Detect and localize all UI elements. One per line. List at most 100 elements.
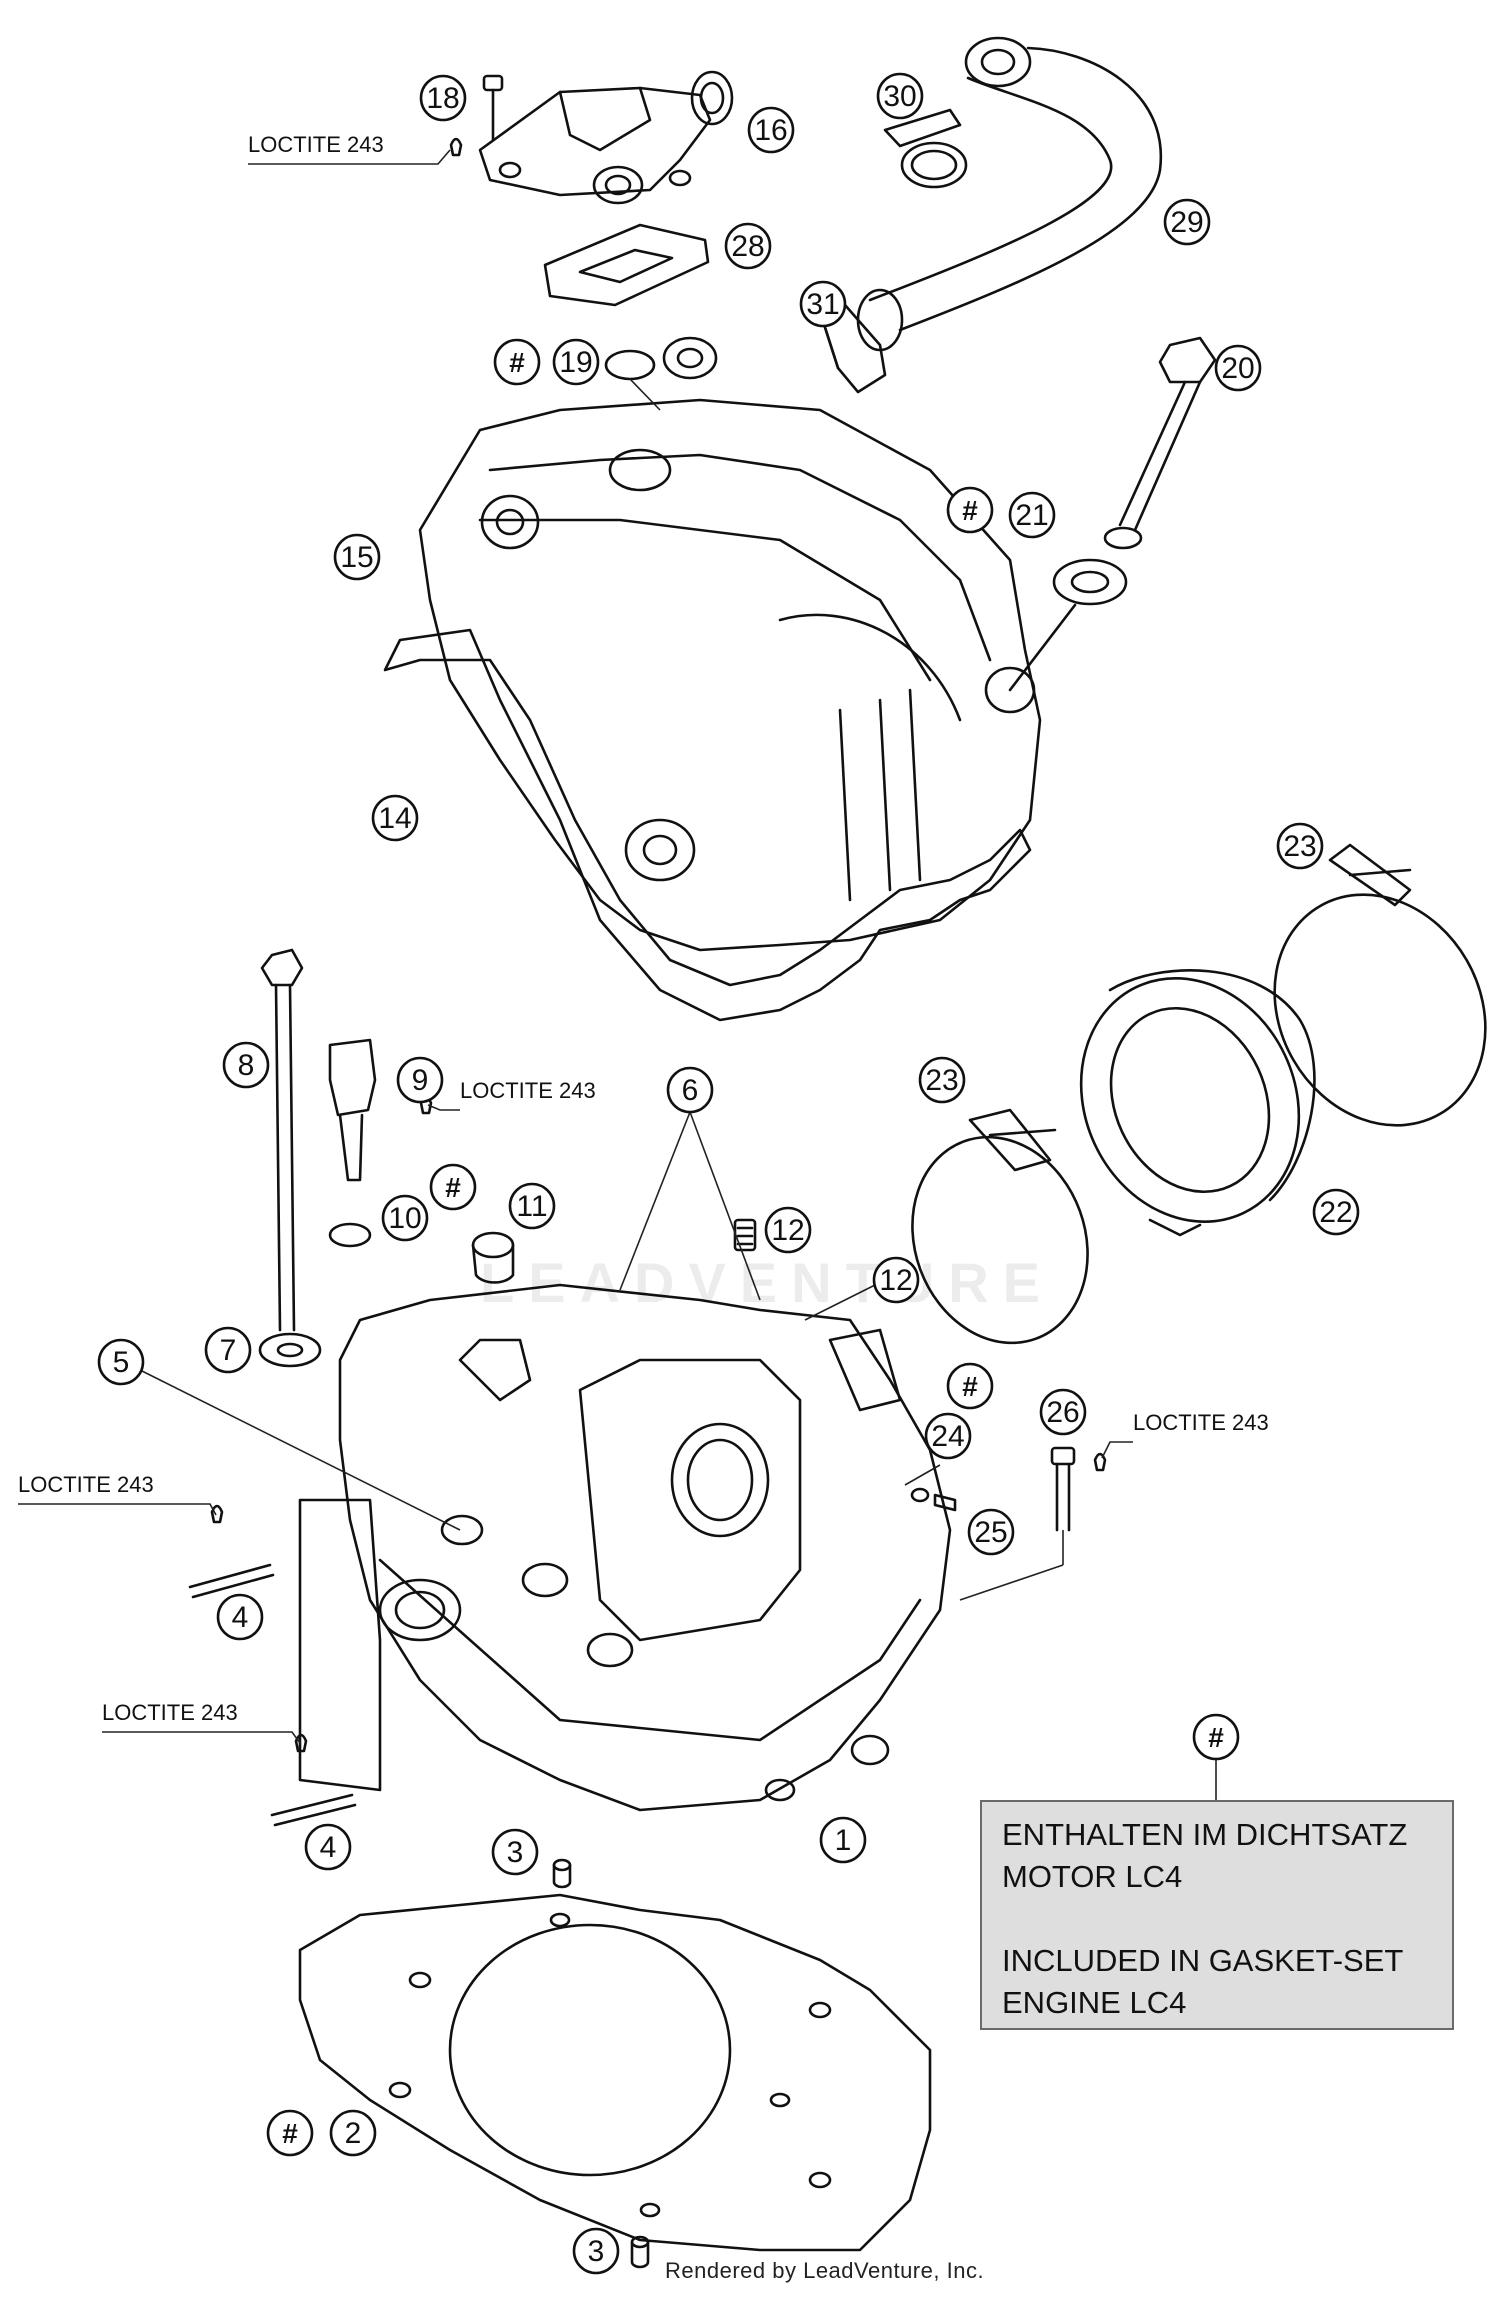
bolt-18	[449, 74, 504, 157]
callout-circle	[872, 1256, 920, 1304]
callout-circle	[924, 1412, 972, 1460]
callout-circle	[1312, 1188, 1360, 1236]
screw-25	[910, 1487, 957, 1512]
valve-cover-gasket	[383, 628, 1032, 1022]
loctite-label-l4b: LOCTITE 243	[102, 1700, 238, 1725]
callout-c4b: 4	[304, 1823, 352, 1871]
callout-number: 31	[806, 288, 839, 321]
callout-number: 19	[559, 346, 592, 379]
note-line-1: ENTHALTEN IM DICHTSATZ	[1002, 1817, 1408, 1852]
callout-circle	[552, 338, 600, 386]
callout-c6: 6	[666, 1066, 714, 1114]
callout-c12b: 12	[872, 1256, 920, 1304]
stud-4-lower	[270, 1733, 357, 1827]
callout-number: 4	[320, 1831, 337, 1864]
callout-c10: 10	[381, 1194, 429, 1242]
callout-c22: 22	[1312, 1188, 1360, 1236]
callout-c25: 25	[967, 1508, 1015, 1556]
callout-c2: 2	[329, 2109, 377, 2157]
callout-circle	[97, 1338, 145, 1386]
loctite-label-l4a: LOCTITE 243	[18, 1472, 154, 1497]
callout-c20: 20	[1214, 344, 1262, 392]
hash-h10: #	[429, 1163, 477, 1211]
callout-number: 12	[879, 1264, 912, 1297]
callout-c29: 29	[1163, 198, 1211, 246]
callout-c11: 11	[508, 1182, 556, 1230]
callout-number: 26	[1046, 1396, 1079, 1429]
note-line-3: INCLUDED IN GASKET-SET	[1002, 1943, 1404, 1978]
stud-8	[260, 948, 304, 1332]
washer-7	[258, 1332, 322, 1368]
callout-c24: 24	[924, 1412, 972, 1460]
callout-number: 25	[974, 1516, 1007, 1549]
hash-h19: #	[493, 338, 541, 386]
callout-circle	[572, 2227, 620, 2275]
callout-circle	[222, 1041, 270, 1089]
bolt-26	[1050, 1446, 1107, 1532]
callout-number: 6	[682, 1074, 699, 1107]
hash-circle	[266, 2109, 314, 2157]
callout-circle	[747, 106, 795, 154]
callout-number: 21	[1015, 499, 1048, 532]
callout-circle	[1008, 491, 1056, 539]
callout-number: 8	[238, 1049, 255, 1082]
hose-clamp-30	[883, 108, 968, 189]
callout-number: 15	[340, 541, 373, 574]
callout-number: 4	[232, 1601, 249, 1634]
hash-number: #	[445, 1172, 461, 1203]
valve-cover	[418, 336, 1042, 952]
callout-c14: 14	[371, 794, 419, 842]
callout-c31: 31	[799, 280, 847, 328]
callout-circle	[764, 1206, 812, 1254]
callout-number: 14	[378, 802, 411, 835]
callout-number: 12	[771, 1214, 804, 1247]
callout-circle	[381, 1194, 429, 1242]
render-credit: Rendered by LeadVenture, Inc.	[665, 2258, 985, 2283]
callout-number: 10	[388, 1202, 421, 1235]
callout-circle	[204, 1326, 252, 1374]
callout-number: 7	[220, 1334, 237, 1367]
hash-hnote: #	[1192, 1713, 1240, 1761]
callout-number: 9	[412, 1064, 429, 1097]
note-line-4: ENGINE LC4	[1002, 1985, 1187, 2020]
hash-circle	[1192, 1713, 1240, 1761]
callout-c3b: 3	[572, 2227, 620, 2275]
callout-c30: 30	[876, 72, 924, 120]
callout-number: 20	[1221, 352, 1254, 385]
bolt-20	[1103, 336, 1217, 550]
note-line-2: MOTOR LC4	[1002, 1859, 1183, 1894]
head-gasket	[298, 1893, 932, 2252]
callout-c3a: 3	[491, 1828, 539, 1876]
callout-circle	[333, 533, 381, 581]
callout-number: 11	[516, 1190, 547, 1223]
callout-circle	[967, 1508, 1015, 1556]
callout-circle	[419, 74, 467, 122]
callout-number: 3	[588, 2235, 605, 2268]
watermark: LEADVENTURE	[480, 1251, 1055, 1314]
hash-h21: #	[946, 486, 994, 534]
clamp-23-upper	[1273, 843, 1487, 1127]
callout-circle	[508, 1182, 556, 1230]
callout-number: 23	[1283, 830, 1316, 863]
cylinder-head	[298, 1283, 952, 1812]
callout-c1: 1	[819, 1816, 867, 1864]
callout-c28: 28	[724, 222, 772, 270]
callout-circle	[396, 1056, 444, 1104]
callout-number: 3	[507, 1836, 524, 1869]
hash-h2: #	[266, 2109, 314, 2157]
dowel-pin-3-upper	[552, 1858, 572, 1889]
dowel-pin-3-lower	[630, 2235, 650, 2269]
loctite-label-l18: LOCTITE 243	[248, 132, 384, 157]
callout-number: 18	[426, 82, 459, 115]
callout-c26: 26	[1039, 1388, 1087, 1436]
callout-c5: 5	[97, 1338, 145, 1386]
callout-c18: 18	[419, 74, 467, 122]
clamp-23-lower	[911, 1108, 1089, 1345]
callout-c16: 16	[747, 106, 795, 154]
hash-circle	[493, 338, 541, 386]
callout-circle	[329, 2109, 377, 2157]
hash-circle	[946, 486, 994, 534]
